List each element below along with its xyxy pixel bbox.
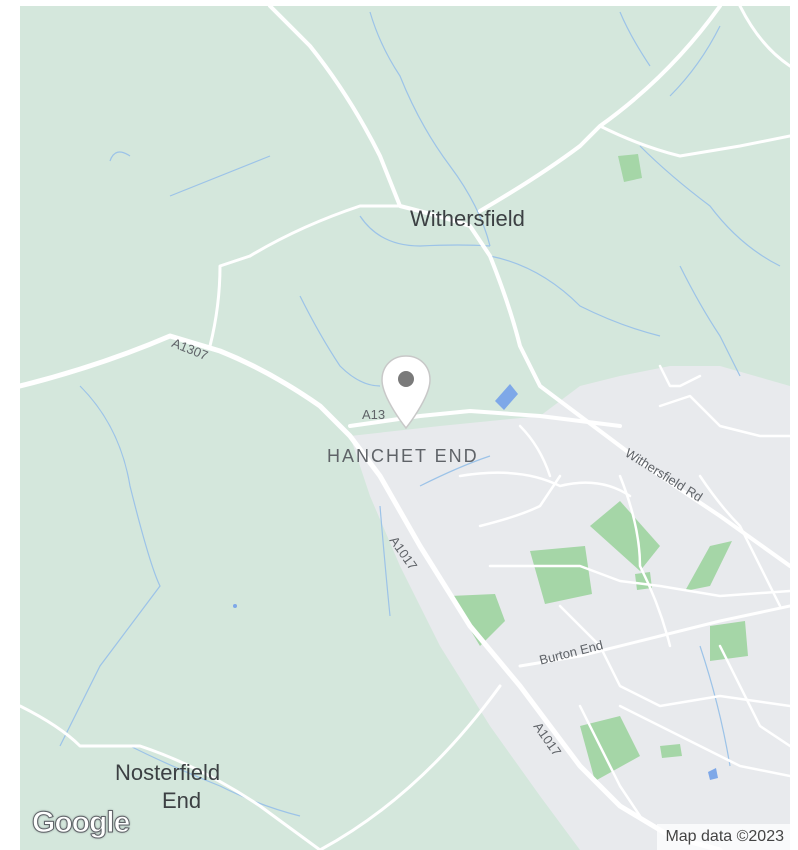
- map-pin-icon[interactable]: [380, 354, 432, 430]
- map-graphics: [20, 6, 790, 850]
- district-label-hanchet-end: HANCHET END: [327, 446, 479, 466]
- streams: [59, 11, 781, 817]
- map-attribution[interactable]: Map data ©2023: [657, 824, 790, 850]
- road-label-a13: A13: [362, 407, 386, 422]
- water-bodies: [233, 384, 718, 780]
- place-label-nosterfield-end: End: [162, 788, 202, 813]
- park-areas: [450, 154, 748, 781]
- google-logo: Google: [31, 806, 130, 840]
- roads: [20, 6, 790, 850]
- place-label-nosterfield: Nosterfield: [115, 760, 221, 785]
- map-canvas[interactable]: Withersfield HANCHET END Nosterfield End…: [20, 6, 790, 850]
- place-label-withersfield: Withersfield: [410, 206, 525, 231]
